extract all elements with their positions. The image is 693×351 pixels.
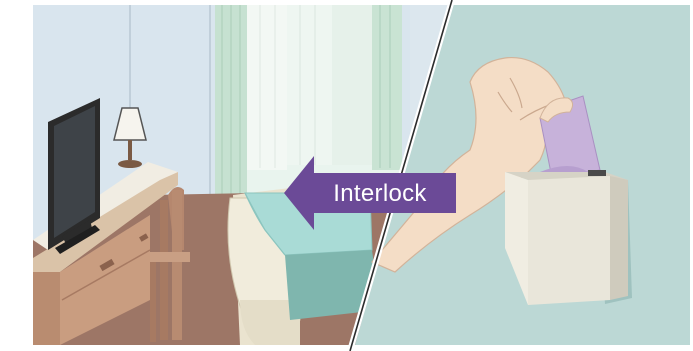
card-holder-icon bbox=[505, 166, 628, 305]
arrow-left-icon bbox=[284, 156, 456, 230]
curtains bbox=[215, 5, 402, 200]
interlock-arrow bbox=[284, 156, 456, 230]
chair bbox=[150, 186, 190, 342]
interlock-label: Interlock bbox=[333, 180, 427, 207]
television-icon bbox=[48, 98, 100, 254]
card-slot-scene bbox=[355, 5, 690, 345]
table-lamp-icon bbox=[113, 107, 147, 168]
